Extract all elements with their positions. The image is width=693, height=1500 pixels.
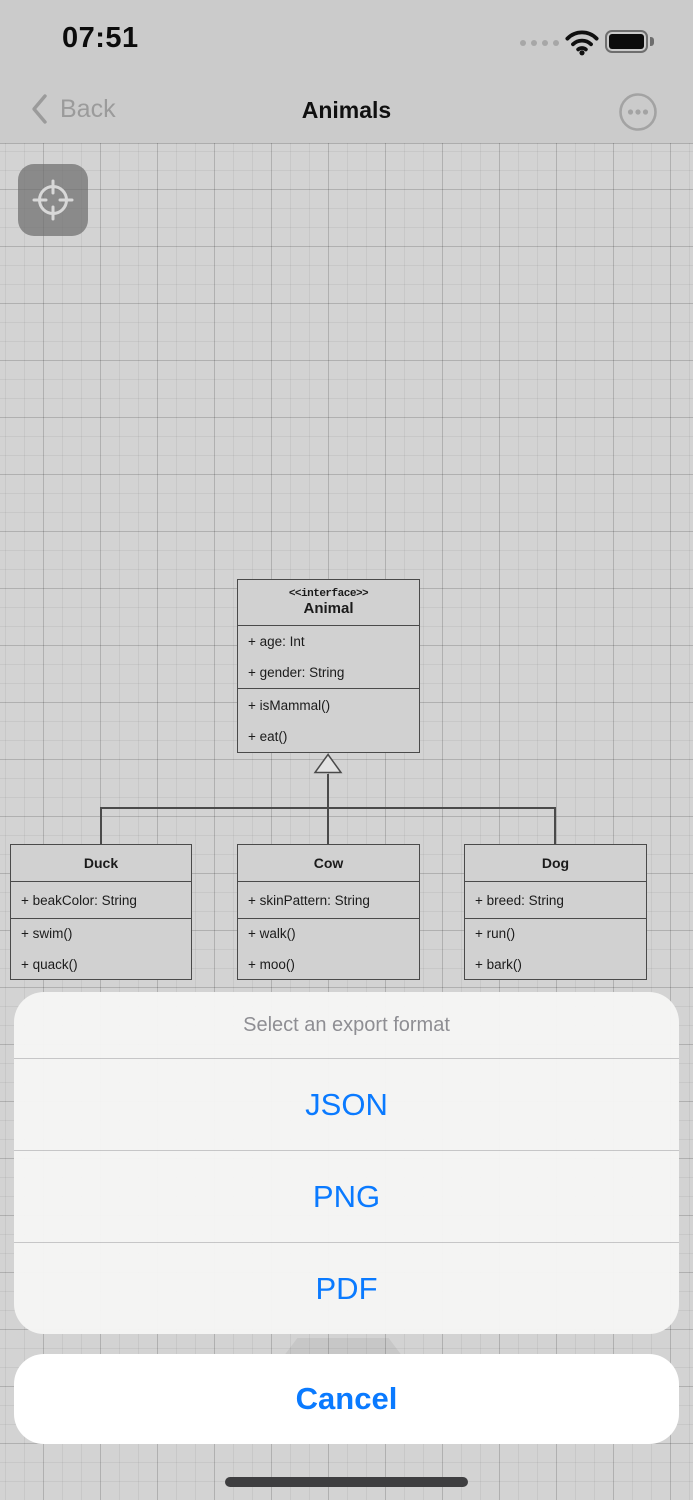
cancel-button[interactable]: Cancel: [14, 1354, 679, 1444]
attributes-section: + beakColor: String: [11, 882, 191, 918]
uml-class-duck-header: Duck: [11, 845, 191, 882]
method: + moo(): [248, 957, 295, 972]
method: + eat(): [248, 728, 288, 744]
wifi-icon: [565, 30, 599, 56]
battery-icon: [605, 30, 648, 53]
uml-class-animal-header: <<interface>> Animal: [238, 580, 419, 626]
methods-section: + run() + bark(): [465, 918, 646, 979]
uml-class-duck[interactable]: Duck + beakColor: String + swim() + quac…: [10, 844, 192, 980]
page-title: Animals: [301, 97, 392, 123]
clock: 07:51: [62, 22, 139, 54]
edge-to-duck: [100, 807, 102, 844]
attributes-section: + skinPattern: String: [238, 882, 419, 918]
methods-section: + walk() + moo(): [238, 918, 419, 979]
uml-class-animal[interactable]: <<interface>> Animal + age: Int + gender…: [237, 579, 420, 753]
class-name: Dog: [541, 855, 570, 871]
edge-trunk: [327, 774, 329, 807]
edge-to-dog: [554, 807, 556, 844]
attributes-section: + breed: String: [465, 882, 646, 918]
methods-section: + isMammal() + eat(): [238, 688, 419, 752]
method: + quack(): [21, 957, 78, 972]
attributes-section: + age: Int + gender: String: [238, 626, 419, 688]
export-png-button[interactable]: PNG: [14, 1150, 679, 1242]
back-button[interactable]: Back: [30, 93, 116, 125]
class-name: Cow: [313, 855, 344, 871]
stereotype-label: <<interface>>: [288, 588, 369, 600]
attribute: + skinPattern: String: [248, 892, 370, 908]
status-bar: 07:51: [0, 0, 693, 85]
crosshair-icon: [32, 179, 74, 221]
class-name: Animal: [303, 600, 354, 617]
ellipsis-circle-icon: [619, 93, 657, 131]
methods-section: + swim() + quack(): [11, 918, 191, 979]
uml-class-dog[interactable]: Dog + breed: String + run() + bark(): [464, 844, 647, 980]
export-action-sheet: Select an export format JSON PNG PDF: [14, 992, 679, 1334]
method: + bark(): [475, 957, 522, 972]
method: + run(): [475, 926, 516, 941]
center-view-button[interactable]: [18, 164, 88, 236]
home-indicator[interactable]: [225, 1477, 468, 1487]
attribute: + breed: String: [475, 892, 564, 908]
edge-to-cow: [327, 807, 329, 844]
uml-class-cow[interactable]: Cow + skinPattern: String + walk() + moo…: [237, 844, 420, 980]
inheritance-arrow-icon: [313, 753, 343, 774]
action-sheet-title: Select an export format: [243, 1013, 450, 1036]
attribute: + beakColor: String: [21, 892, 137, 908]
export-pdf-button[interactable]: PDF: [14, 1242, 679, 1334]
back-label: Back: [60, 94, 116, 123]
canvas-shape-shadow: [283, 1338, 403, 1357]
attribute: + gender: String: [248, 665, 345, 680]
chevron-left-icon: [32, 94, 47, 124]
more-options-button[interactable]: [618, 92, 658, 132]
uml-class-cow-header: Cow: [238, 845, 419, 882]
attribute: + age: Int: [248, 634, 305, 649]
cellular-signal-icon: [520, 40, 559, 46]
navigation-bar: Back Animals: [0, 85, 693, 143]
class-name: Duck: [83, 855, 119, 871]
uml-class-dog-header: Dog: [465, 845, 646, 882]
method: + isMammal(): [248, 697, 331, 713]
method: + swim(): [21, 926, 73, 941]
battery-nub: [650, 37, 654, 46]
export-json-button[interactable]: JSON: [14, 1058, 679, 1150]
method: + walk(): [248, 926, 296, 941]
